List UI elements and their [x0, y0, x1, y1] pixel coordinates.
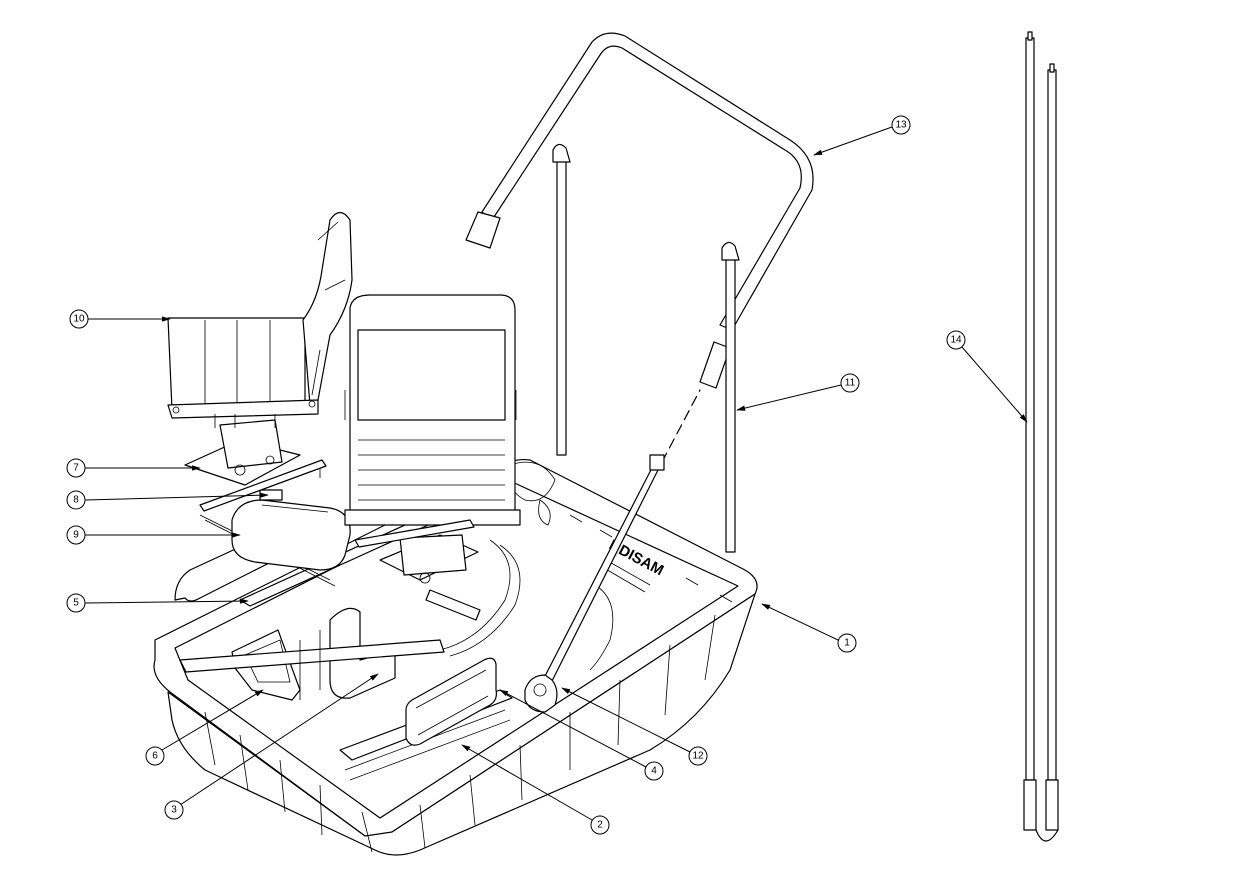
svg-text:3: 3	[171, 805, 177, 816]
svg-text:4: 4	[651, 766, 657, 777]
seat-cushion	[231, 489, 351, 571]
swivel-base-left	[184, 419, 327, 512]
callout-12: 12	[561, 687, 708, 766]
callout-3: 3	[164, 673, 379, 820]
svg-text:7: 7	[73, 463, 79, 474]
callout-5: 5	[66, 593, 249, 613]
callout-14: 14	[946, 330, 1028, 423]
tow-bar-assembly	[524, 389, 701, 713]
callout-11: 11	[736, 373, 860, 411]
svg-text:14: 14	[950, 335, 962, 346]
callout-10: 10	[69, 309, 171, 329]
callout-13: 13	[813, 115, 911, 156]
tow-handle	[465, 32, 814, 389]
rear-handle	[405, 657, 497, 746]
svg-text:10: 10	[73, 314, 85, 325]
svg-text:1: 1	[844, 638, 850, 649]
svg-text:9: 9	[73, 530, 79, 541]
svg-text:6: 6	[152, 751, 158, 762]
tent-rods	[1023, 31, 1059, 842]
svg-text:2: 2	[597, 820, 603, 831]
callout-7: 7	[66, 458, 201, 478]
folding-chair-left	[167, 211, 353, 428]
svg-text:8: 8	[73, 495, 79, 506]
callout-4: 4	[499, 689, 664, 781]
callout-8: 8	[66, 490, 269, 510]
callout-9: 9	[66, 525, 241, 545]
callout-2: 2	[461, 744, 610, 835]
svg-text:5: 5	[73, 598, 79, 609]
callout-1: 1	[761, 603, 857, 653]
svg-text:13: 13	[895, 120, 907, 131]
callout-6: 6	[145, 689, 264, 766]
svg-text:12: 12	[692, 751, 704, 762]
poles	[552, 143, 740, 553]
folding-chair-center	[344, 294, 521, 621]
callout-markers: 1 2 3 4 5 6	[66, 115, 1028, 835]
svg-text:11: 11	[845, 378, 856, 389]
